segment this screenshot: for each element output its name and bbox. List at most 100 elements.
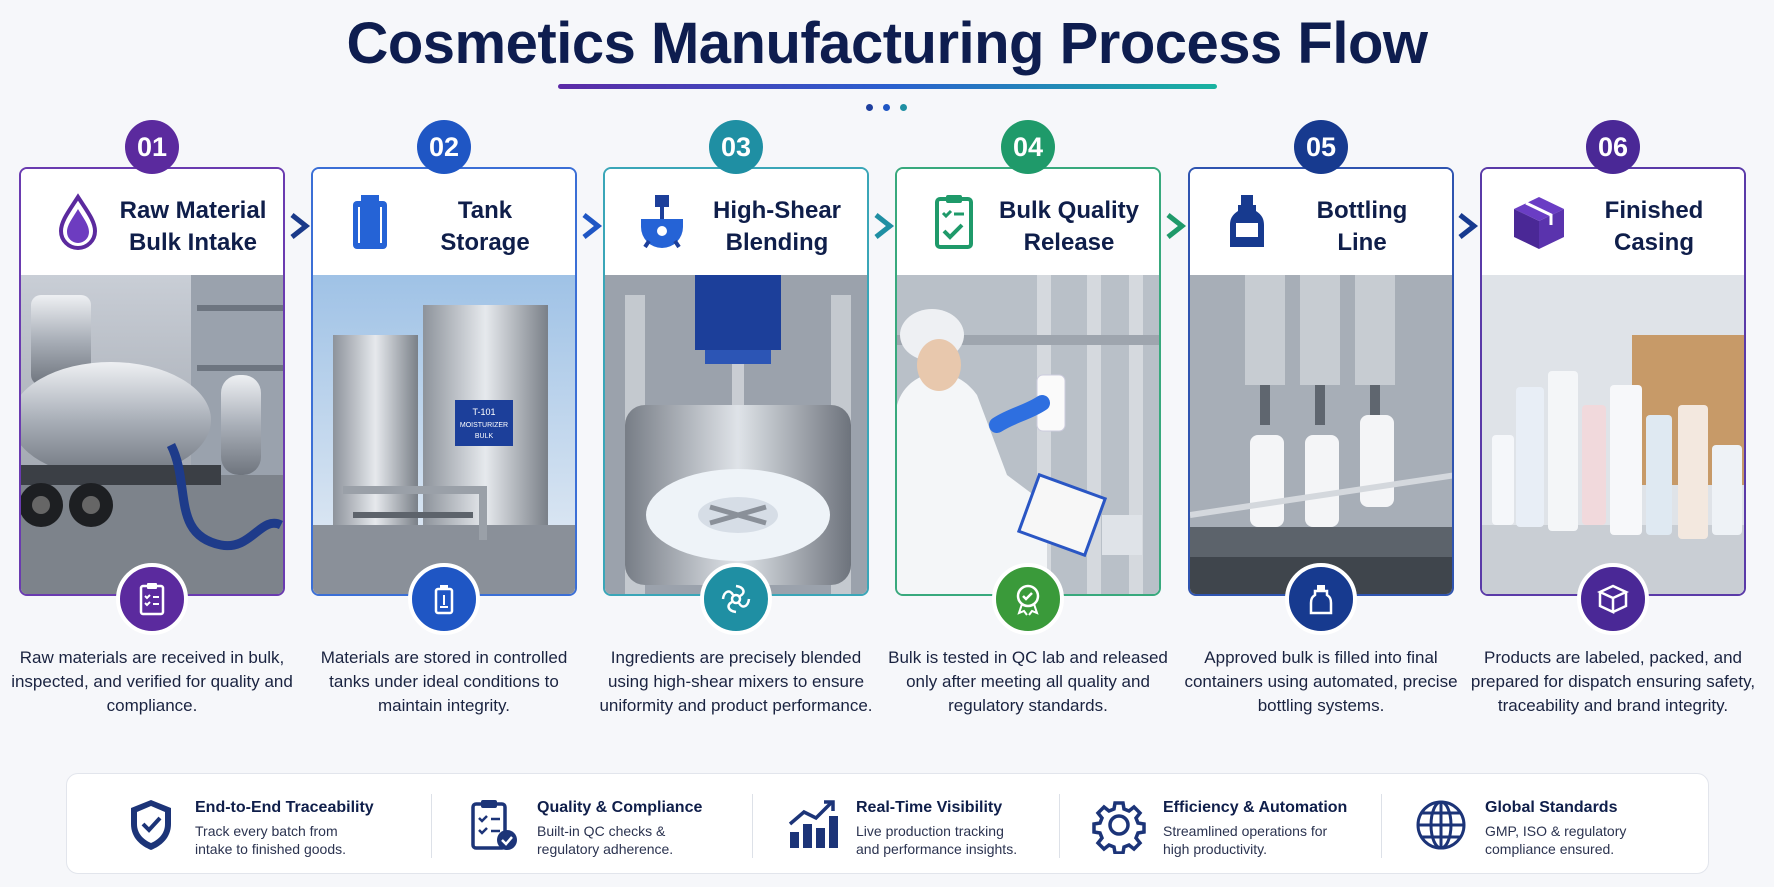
step-number-badge: 01: [125, 120, 179, 174]
feature-description-line: Built-in QC checks &: [537, 823, 666, 839]
feature-description-line: intake to finished goods.: [195, 841, 346, 857]
gear-icon: [1091, 796, 1147, 855]
divider: [752, 794, 753, 858]
bottling-line-photo: [1190, 275, 1452, 594]
step-title-line: Blending: [725, 229, 829, 256]
step-number-badge: 06: [1586, 120, 1640, 174]
divider: [1381, 794, 1382, 858]
storage-tank-icon: [339, 191, 401, 253]
step-number-badge: 05: [1294, 120, 1348, 174]
qc-lab-photo: [897, 275, 1159, 594]
finished-products-photo: [1482, 275, 1744, 594]
award-badge-icon: [992, 563, 1064, 635]
box-icon: [1577, 563, 1649, 635]
bottle-icon: [1216, 191, 1278, 253]
bar-chart-icon: [784, 796, 840, 854]
step-title-line: Bottling: [1316, 197, 1408, 224]
step-title-line: Release: [1023, 229, 1115, 256]
feature-description-line: Live production tracking: [856, 823, 1004, 839]
step-description: Products are labeled, packed, and prepar…: [1470, 648, 1756, 715]
step-title-line: Tank: [457, 197, 513, 224]
tank-label: BULK: [475, 433, 494, 440]
feature-description-line: Streamlined operations for: [1163, 823, 1328, 839]
clipboard-check-icon: [465, 796, 521, 854]
mixer-icon: [631, 191, 693, 253]
step-description: Materials are stored in controlled tanks…: [320, 648, 568, 715]
bottle-icon: [1285, 563, 1357, 635]
step-title-line: Casing: [1613, 229, 1694, 256]
feature-description-line: GMP, ISO & regulatory: [1485, 823, 1627, 839]
step-title-line: Raw Material: [119, 197, 267, 224]
feature-description: Live production tracking and performance …: [856, 822, 1056, 858]
step-description: Raw materials are received in bulk, insp…: [11, 648, 293, 715]
dot: [883, 104, 890, 111]
step-title-line: Finished: [1604, 197, 1704, 224]
features-bar: End-to-End Traceability Track every batc…: [66, 773, 1709, 874]
box-icon: [1508, 191, 1570, 253]
clipboard-checklist-icon: [116, 563, 188, 635]
step-description: Bulk is tested in QC lab and released on…: [888, 648, 1168, 715]
clipboard-check-icon: [923, 191, 985, 253]
chevron-right-icon: [580, 212, 604, 240]
feature-title: Quality & Compliance: [537, 799, 703, 816]
chevron-right-icon: [288, 212, 312, 240]
tank-label: MOISTURIZER: [460, 422, 508, 429]
swirl-icon: [700, 563, 772, 635]
feature-description-line: and performance insights.: [856, 841, 1018, 857]
tank-icon: [408, 563, 480, 635]
globe-icon: [1413, 796, 1469, 854]
step-number-badge: 02: [417, 120, 471, 174]
dot: [900, 104, 907, 111]
feature-description: Track every batch from intake to finished…: [195, 822, 395, 858]
divider: [1059, 794, 1060, 858]
feature-description: Built-in QC checks &regulatory adherence…: [537, 822, 737, 858]
feature-title: End-to-End Traceability: [195, 799, 374, 816]
shield-check-icon: [123, 796, 179, 854]
decorative-dots: [866, 104, 908, 112]
step-number-badge: 03: [709, 120, 763, 174]
step-title-line: Bulk Intake: [128, 229, 258, 256]
feature-title: Efficiency & Automation: [1163, 799, 1348, 816]
tanker-truck-photo: [21, 275, 283, 594]
droplet-icon: [47, 191, 109, 253]
feature-title: Global Standards: [1485, 799, 1618, 816]
chevron-right-icon: [1456, 212, 1480, 240]
step-title-line: Storage: [440, 229, 530, 256]
step-title-line: Bulk Quality: [998, 197, 1140, 224]
mixer-vessel-photo: [605, 275, 867, 594]
storage-tanks-photo: T-101 MOISTURIZER BULK: [313, 275, 575, 594]
step-title-line: High-Shear: [712, 197, 841, 224]
step-title-line: Line: [1337, 229, 1387, 256]
feature-title: Real-Time Visibility: [856, 799, 1003, 816]
page-title: Cosmetics Manufacturing Process Flow: [346, 11, 1428, 76]
tank-label: T-101: [472, 407, 495, 417]
feature-description-line: Track every batch from: [195, 823, 338, 839]
chevron-right-icon: [1164, 212, 1188, 240]
feature-description: Streamlined operations for high productiv…: [1163, 822, 1363, 858]
feature-description-line: high productivity.: [1163, 841, 1268, 857]
step-number-badge: 04: [1001, 120, 1055, 174]
title-underline: [558, 84, 1217, 89]
